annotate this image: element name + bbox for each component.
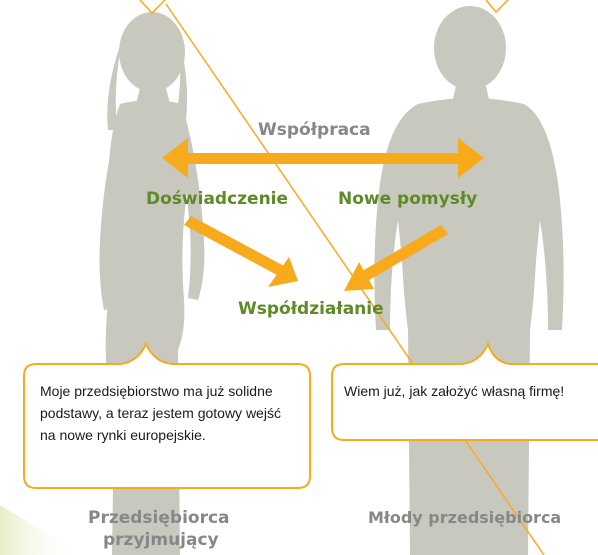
label-doswiadczenie: Doświadczenie xyxy=(146,189,288,209)
bubble-right-text: Wiem już, jak założyć własną firmę! xyxy=(344,380,590,402)
bubble-left-text: Moje przedsiębiorstwo ma już solidne pod… xyxy=(40,380,298,446)
caption-left-line1: Przedsiębiorca xyxy=(88,508,230,528)
label-wspoldzialanie: Współdziałanie xyxy=(238,299,384,319)
background-wedge xyxy=(0,505,80,555)
label-wspolpraca: Współpraca xyxy=(258,120,371,140)
label-nowe-pomysly: Nowe pomysły xyxy=(338,189,477,209)
bubble-corner-right-top xyxy=(486,0,508,12)
bubble-corner-left-top xyxy=(140,0,165,13)
silhouette-man xyxy=(374,6,563,555)
caption-right: Młody przedsiębiorca xyxy=(368,508,561,527)
caption-left-line2: przyjmujący xyxy=(103,530,219,550)
